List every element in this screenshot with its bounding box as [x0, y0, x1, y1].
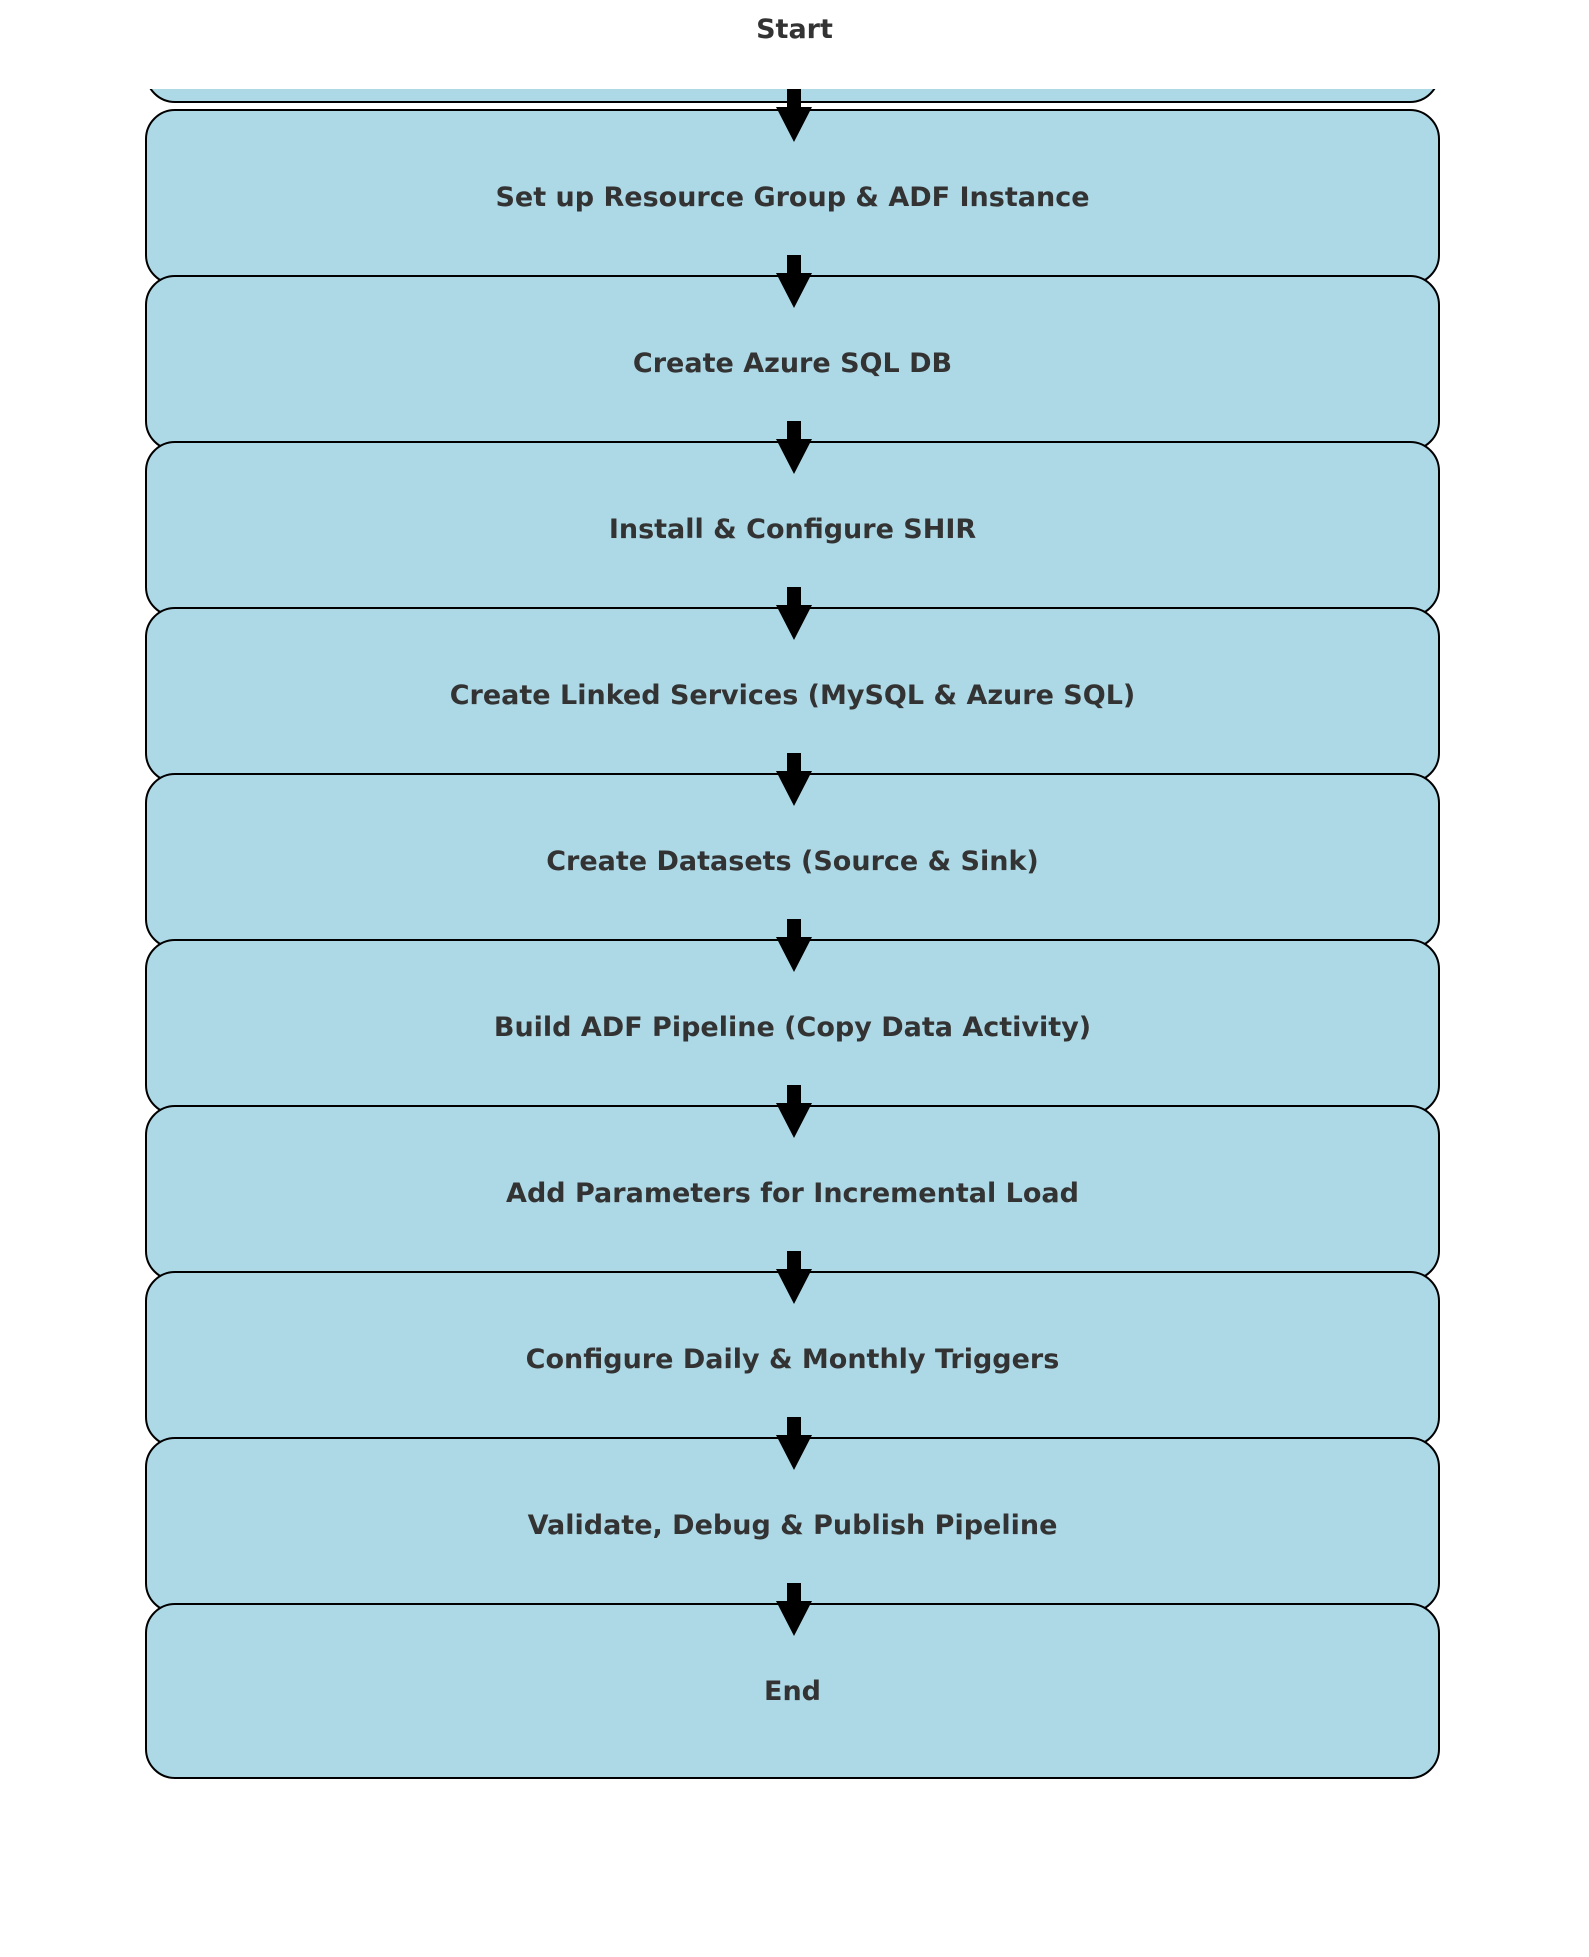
down-arrow-icon — [776, 1583, 812, 1636]
step-label-setup-resource-group: Set up Resource Group & ADF Instance — [495, 181, 1090, 213]
down-arrow-icon — [776, 587, 812, 640]
down-arrow-icon — [776, 753, 812, 806]
step-label-parameters: Add Parameters for Incremental Load — [506, 1177, 1079, 1209]
down-arrow-icon — [776, 1251, 812, 1304]
down-arrow-icon — [776, 421, 812, 474]
step-label-triggers: Configure Daily & Monthly Triggers — [525, 1343, 1060, 1375]
step-label-linked-services: Create Linked Services (MySQL & Azure SQ… — [449, 679, 1136, 711]
down-arrow-icon — [776, 89, 812, 142]
down-arrow-icon — [776, 1417, 812, 1470]
start-label: Start — [756, 14, 833, 45]
step-label-end: End — [764, 1675, 821, 1707]
down-arrow-icon — [776, 919, 812, 972]
step-label-datasets: Create Datasets (Source & Sink) — [546, 845, 1039, 877]
step-label-validate-publish: Validate, Debug & Publish Pipeline — [527, 1509, 1058, 1541]
flow-step-box — [145, 1603, 1440, 1779]
down-arrow-icon — [776, 1085, 812, 1138]
down-arrow-icon — [776, 255, 812, 308]
top-margin — [0, 0, 1589, 89]
step-label-create-sql-db: Create Azure SQL DB — [632, 347, 953, 379]
step-label-install-shir: Install & Configure SHIR — [608, 513, 977, 545]
step-label-build-pipeline: Build ADF Pipeline (Copy Data Activity) — [493, 1011, 1092, 1043]
